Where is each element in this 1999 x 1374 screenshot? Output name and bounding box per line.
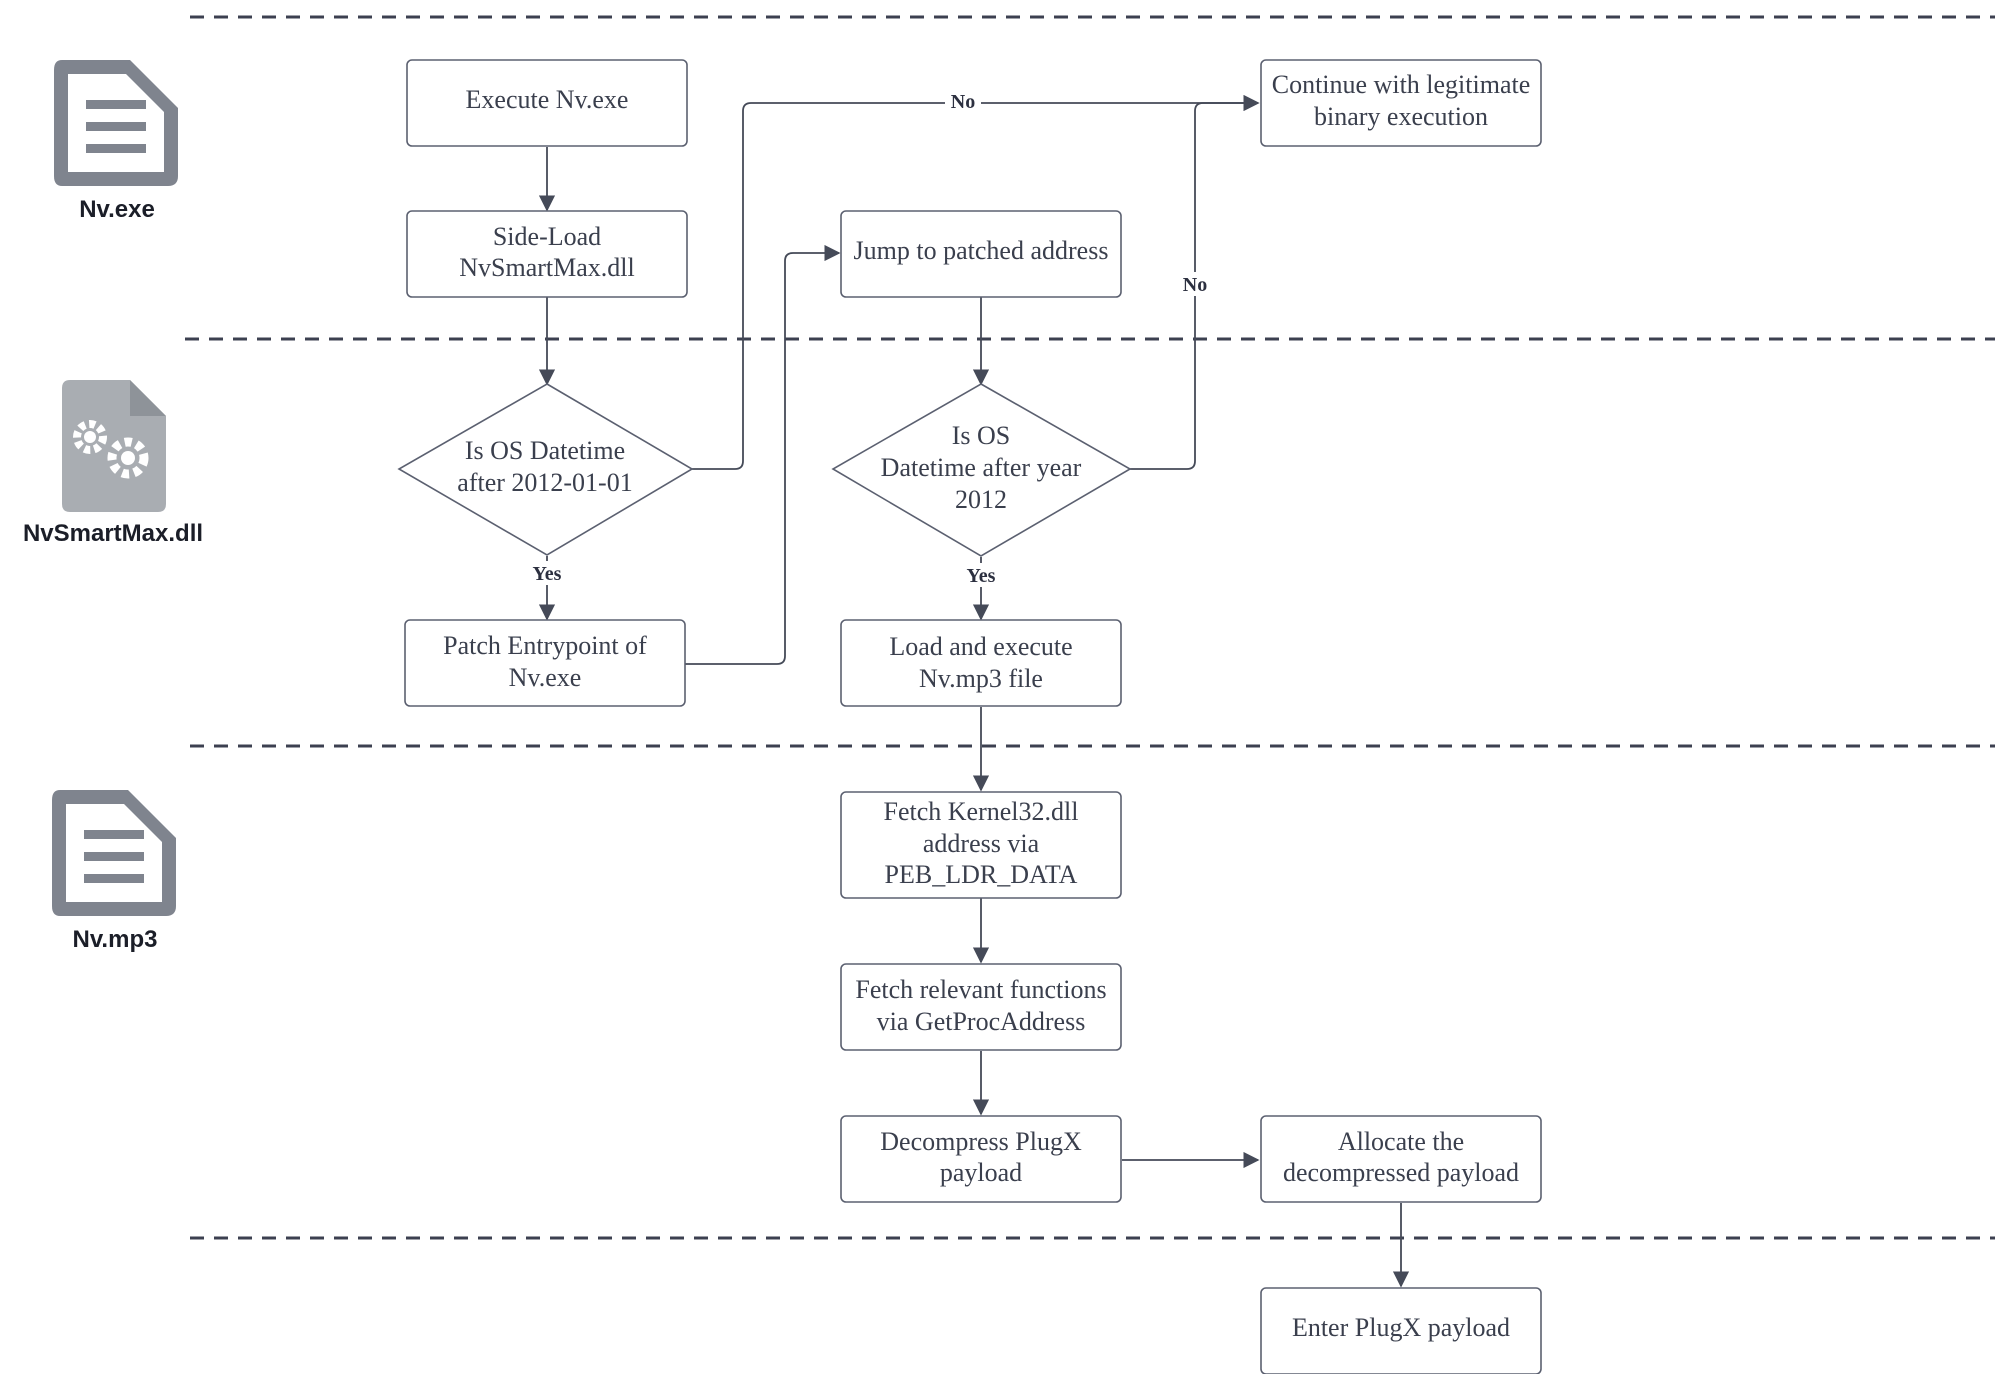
edge-label-no: No	[951, 91, 975, 113]
svg-text:Jump to patched address: Jump to patched address	[854, 236, 1109, 265]
svg-text:Execute Nv.exe: Execute Nv.exe	[466, 85, 629, 114]
node-allocate-payload: Allocate the decompressed payload	[1260, 1115, 1542, 1203]
node-decompress-plugx: Decompress PlugX payload	[840, 1115, 1122, 1203]
edge-label-no: No	[1183, 274, 1207, 296]
svg-text:Is OS Datetime: Is OS Datetime	[465, 436, 625, 465]
node-fetch-functions: Fetch relevant functions via GetProcAddr…	[840, 963, 1122, 1051]
svg-text:Enter PlugX payload: Enter PlugX payload	[1292, 1313, 1510, 1342]
svg-text:Side-Load: Side-Load	[493, 222, 601, 251]
node-continue-legitimate: Continue with legitimate binary executio…	[1260, 59, 1542, 147]
svg-text:Fetch Kernel32.dll: Fetch Kernel32.dll	[884, 797, 1079, 826]
document-icon	[54, 60, 178, 186]
settings-file-icon	[62, 380, 166, 512]
svg-text:Is OS: Is OS	[952, 421, 1011, 450]
edge-label-yes: Yes	[967, 565, 996, 587]
svg-text:Patch Entrypoint of: Patch Entrypoint of	[443, 631, 647, 660]
node-side-load: Side-Load NvSmartMax.dll	[406, 210, 688, 298]
svg-text:binary execution: binary execution	[1314, 102, 1488, 131]
svg-text:PEB_LDR_DATA: PEB_LDR_DATA	[885, 860, 1078, 889]
svg-text:2012: 2012	[955, 485, 1007, 514]
svg-text:Datetime after year: Datetime after year	[881, 453, 1082, 482]
lane-label-nv-exe: Nv.exe	[79, 196, 155, 223]
svg-text:payload: payload	[940, 1158, 1022, 1187]
node-check-os-datetime-year: Is OS Datetime after year 2012	[831, 383, 1132, 557]
node-jump-patched-address: Jump to patched address	[840, 210, 1122, 298]
svg-text:Continue with legitimate: Continue with legitimate	[1272, 70, 1531, 99]
node-execute-nv: Execute Nv.exe	[406, 59, 688, 147]
svg-text:Nv.mp3 file: Nv.mp3 file	[919, 664, 1043, 693]
lane-label-nv-mp3: Nv.mp3	[73, 926, 158, 953]
node-check-os-datetime: Is OS Datetime after 2012-01-01	[397, 383, 694, 556]
document-icon	[52, 790, 176, 916]
svg-text:Fetch relevant functions: Fetch relevant functions	[855, 975, 1106, 1004]
lane-label-nvsmartmax-dll: NvSmartMax.dll	[23, 520, 203, 547]
svg-text:Decompress PlugX: Decompress PlugX	[880, 1127, 1082, 1156]
svg-text:via GetProcAddress: via GetProcAddress	[877, 1007, 1086, 1036]
svg-text:Nv.exe: Nv.exe	[509, 663, 582, 692]
svg-text:Load and execute: Load and execute	[889, 632, 1072, 661]
svg-text:NvSmartMax.dll: NvSmartMax.dll	[459, 253, 635, 282]
node-enter-plugx: Enter PlugX payload	[1260, 1287, 1542, 1374]
node-patch-entrypoint: Patch Entrypoint of Nv.exe	[404, 619, 686, 707]
svg-text:address via: address via	[923, 829, 1040, 858]
svg-text:Allocate the: Allocate the	[1338, 1127, 1464, 1156]
svg-text:decompressed payload: decompressed payload	[1283, 1158, 1519, 1187]
svg-text:after 2012-01-01: after 2012-01-01	[457, 468, 632, 497]
edge-patch-to-jump	[685, 244, 841, 665]
edge-label-yes: Yes	[533, 563, 562, 585]
edge-check-no-to-continue	[692, 94, 1260, 470]
node-fetch-kernel32: Fetch Kernel32.dll address via PEB_LDR_D…	[840, 791, 1122, 899]
node-load-execute: Load and execute Nv.mp3 file	[840, 619, 1122, 707]
